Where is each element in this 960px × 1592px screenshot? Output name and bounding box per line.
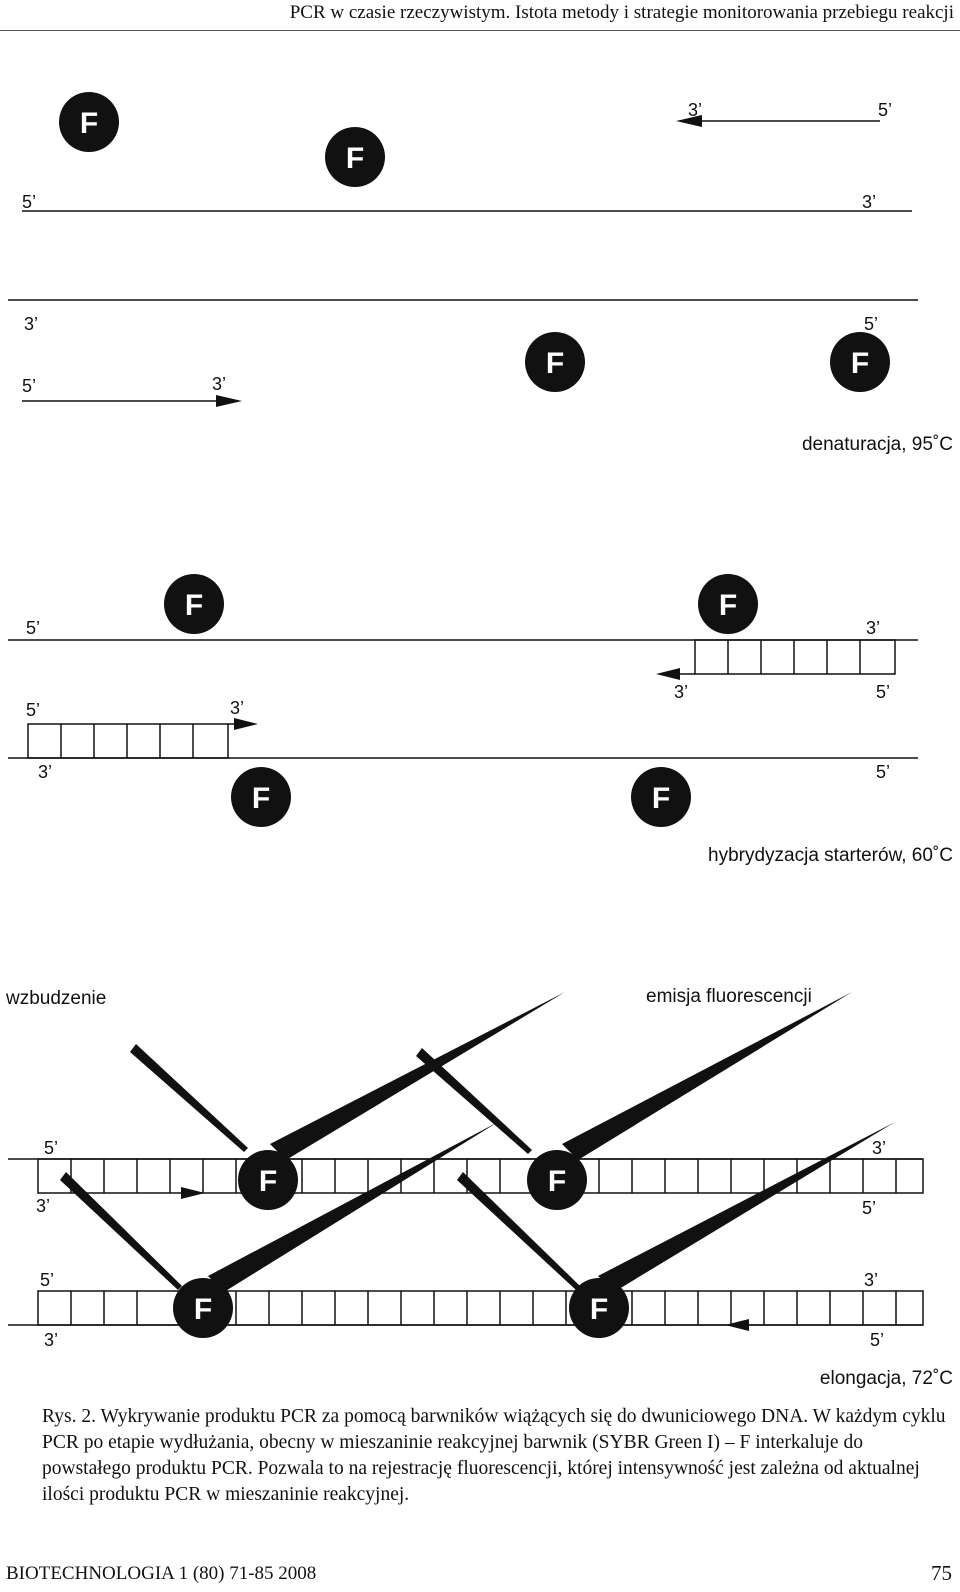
label-5prime: 5’ (878, 100, 892, 120)
primer-arrowhead (216, 395, 242, 407)
svg-text:F: F (546, 347, 564, 380)
fluorophore: F (173, 1278, 233, 1338)
label-5prime: 5’ (22, 192, 36, 212)
svg-text:F: F (194, 1293, 212, 1326)
duplex-boxes-upper (37, 1158, 924, 1194)
fluorophore: F (698, 574, 758, 634)
fluorophore: F (238, 1150, 298, 1210)
label-5prime: 5’ (876, 682, 890, 702)
primer-arrowhead (725, 1319, 749, 1331)
panel-hybridization: 5’ 3’ 3’ 5’ 5’ 3’ 3’ 5’ F F F F hybrydyz… (8, 574, 953, 866)
svg-text:F: F (346, 142, 364, 175)
stage-label-elongation: elongacja, 72˚C (820, 1368, 953, 1389)
fluorophore: F (164, 574, 224, 634)
svg-text:F: F (652, 782, 670, 815)
label-5prime: 5’ (22, 376, 36, 396)
fluorophore: F (59, 92, 119, 152)
svg-text:F: F (719, 589, 737, 622)
emission-label: emisja fluorescencji (646, 986, 812, 1007)
primer-arrowhead (656, 668, 680, 680)
label-3prime: 3’ (872, 1138, 886, 1158)
primer-boxes (694, 639, 896, 675)
label-3prime: 3’ (230, 698, 244, 718)
label-5prime: 5’ (862, 1198, 876, 1218)
excitation-label: wzbudzenie (5, 988, 106, 1009)
label-3prime: 3’ (24, 314, 38, 334)
svg-text:F: F (851, 347, 869, 380)
emission-beams (208, 992, 895, 1292)
fluorophore: F (631, 767, 691, 827)
svg-text:F: F (185, 589, 203, 622)
duplex-boxes-lower (37, 1290, 924, 1326)
excitation-beams (60, 1044, 580, 1290)
label-5prime: 5’ (876, 762, 890, 782)
panel-denaturation: 5’ 3’ 3’ 5’ 3’ 5’ 5’ 3’ F F F F denatura… (8, 92, 953, 455)
primer-arrowhead (181, 1187, 205, 1199)
caption-text: Rys. 2. Wykrywanie produktu PCR za pomoc… (42, 1406, 946, 1505)
stage-label-denaturation: denaturacja, 95˚C (802, 434, 953, 455)
label-3prime: 3’ (862, 192, 876, 212)
pcr-figure: 5’ 3’ 3’ 5’ 3’ 5’ 5’ 3’ F F F F denatura… (5, 92, 953, 1389)
fluorophore: F (525, 332, 585, 392)
svg-text:F: F (590, 1293, 608, 1326)
label-5prime: 5’ (44, 1138, 58, 1158)
primer-boxes (27, 723, 229, 759)
panel-elongation: wzbudzenie emisja fluorescencji (5, 986, 953, 1389)
svg-text:F: F (252, 782, 270, 815)
svg-text:F: F (80, 107, 98, 140)
label-3prime: 3’ (38, 762, 52, 782)
fluorophore: F (527, 1150, 587, 1210)
label-5prime: 5’ (864, 314, 878, 334)
label-3prime: 3’ (864, 1270, 878, 1290)
running-title: PCR w czasie rzeczywistym. Istota metody… (289, 2, 954, 23)
journal-footer: BIOTECHNOLOGIA 1 (80) 71-85 2008 (6, 1563, 317, 1584)
fluorophore: F (231, 767, 291, 827)
primer-arrowhead (234, 718, 258, 730)
label-5prime: 5’ (26, 618, 40, 638)
figure-caption: Rys. 2. Wykrywanie produktu PCR za pomoc… (6, 1404, 956, 1508)
svg-text:F: F (259, 1165, 277, 1198)
fluorophore: F (830, 332, 890, 392)
label-5prime: 5’ (26, 700, 40, 720)
label-3prime: 3’ (674, 682, 688, 702)
label-5prime: 5’ (870, 1330, 884, 1350)
label-3prime: 3’ (44, 1330, 58, 1350)
label-3prime: 3’ (36, 1196, 50, 1216)
label-3prime: 3’ (212, 374, 226, 394)
stage-label-hybridization: hybrydyzacja starterów, 60˚C (708, 845, 953, 866)
page-number: 75 (931, 1561, 952, 1585)
primer-arrowhead (676, 115, 702, 127)
svg-text:F: F (548, 1165, 566, 1198)
label-5prime: 5’ (40, 1270, 54, 1290)
header-rule (0, 30, 960, 31)
label-3prime: 3’ (866, 618, 880, 638)
fluorophore: F (569, 1278, 629, 1338)
label-3prime: 3’ (688, 100, 702, 120)
fluorophore: F (325, 127, 385, 187)
